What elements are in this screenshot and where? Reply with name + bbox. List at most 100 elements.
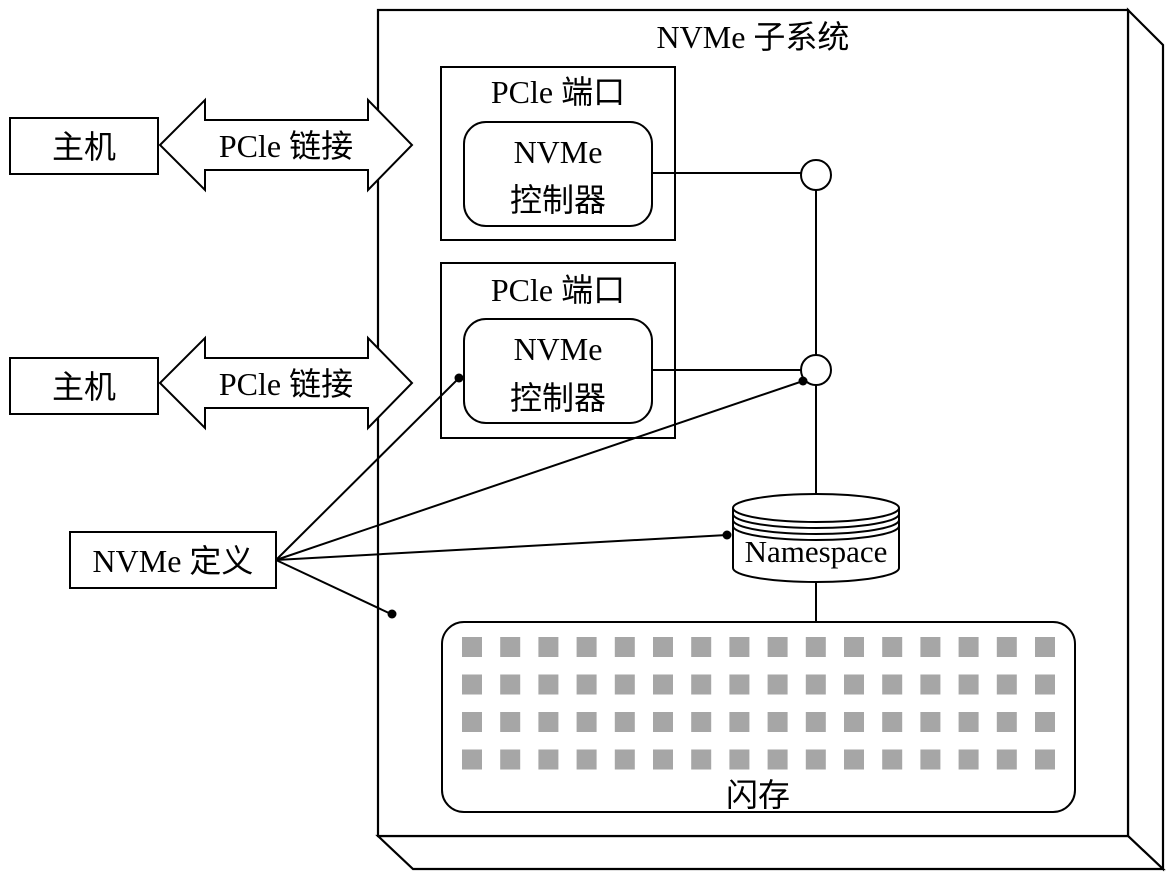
flash-cell [500,674,521,695]
pointer-to-controller [275,377,460,561]
flash-cell [920,674,941,695]
flash-cell [882,749,903,770]
connection-node-1 [800,159,832,191]
flash-cell [767,637,788,657]
flash-cell [767,749,788,770]
flash-cell [538,749,559,770]
flash-cell [614,749,635,770]
namespace-label: Namespace [745,534,888,569]
flash-cell [500,637,521,657]
flash-memory-label: 闪存 [726,777,790,813]
pointer-dot-controller [454,373,464,383]
flash-cell [996,712,1017,732]
flash-memory-box [441,621,1076,813]
flash-cell [538,674,559,695]
pointer-to-namespace [275,534,728,561]
flash-cell [1035,637,1055,657]
flash-cell [882,712,903,732]
flash-cell [729,674,750,695]
nvme-controller-label-1a: NVMe [514,134,603,170]
flash-cell [767,674,788,695]
flash-cell [614,674,635,695]
flash-cell [805,712,826,732]
flash-cell [500,712,521,732]
flash-cell [653,637,673,657]
definition-pointers [275,377,804,615]
flash-cell [920,712,941,732]
pointer-to-subsystem [275,559,392,615]
flash-cell [653,749,673,770]
flash-cell [538,712,559,732]
pointer-to-connection-node [275,380,804,561]
subsystem-box-bottom-face [375,834,1166,871]
flash-cell [920,637,941,657]
flash-cell [462,637,482,657]
flash-cell [996,674,1017,695]
pcie-port-label-2: PCle 端口 [491,272,625,308]
pcie-link-arrow-1 [158,97,414,193]
host-label-2: 主机 [52,369,116,405]
namespace-cylinder-band-1 [732,513,900,529]
flash-cell [614,712,635,732]
flash-cell [1035,712,1055,732]
controller-connections [652,172,817,622]
pointer-dot-connection-node [798,376,808,386]
flash-cell [729,749,750,770]
flash-cell [805,674,826,695]
flash-cell [462,674,482,695]
flash-cell [691,637,712,657]
flash-cell [729,637,750,657]
flash-cell [462,712,482,732]
flash-cell [614,637,635,657]
pointer-dots [387,373,808,619]
flash-cell-grid [462,637,1055,770]
subsystem-title: NVMe 子系统 [657,19,850,55]
namespace-cylinder [732,493,900,583]
flash-cell [958,712,979,732]
connection-node-2 [800,354,832,386]
flash-cell [767,712,788,732]
pointer-dot-namespace [722,530,732,540]
flash-cell [844,674,864,695]
flash-cell [691,749,712,770]
pcie-port-label-1: PCle 端口 [491,74,625,110]
flash-cell [538,637,559,657]
flash-cell [805,749,826,770]
flash-cell [996,749,1017,770]
host-label-1: 主机 [52,129,116,165]
flash-cell [882,674,903,695]
nvme-definition-box [69,531,277,589]
flash-cell [844,712,864,732]
nvme-definition-label: NVMe 定义 [93,543,254,579]
flash-cell [958,749,979,770]
flash-cell [1035,749,1055,770]
flash-cell [576,674,597,695]
flash-cell [691,712,712,732]
nvme-controller-label-2a: NVMe [514,331,603,367]
flash-cell [462,749,482,770]
flash-cell [653,712,673,732]
nvme-controller-label-2b: 控制器 [510,380,606,416]
flash-cell [882,637,903,657]
flash-cell [996,637,1017,657]
flash-cell [958,674,979,695]
pcie-link-label-1: PCle 链接 [219,128,353,164]
subsystem-box-right-face [1126,7,1165,872]
flash-cell [1035,674,1055,695]
pcie-link-label-2: PCle 链接 [219,366,353,402]
flash-cell [500,749,521,770]
flash-cell [844,749,864,770]
host-box-2 [9,357,159,415]
flash-cell [844,637,864,657]
nvme-controller-label-1b: 控制器 [510,182,606,218]
flash-cell [576,712,597,732]
flash-cell [576,637,597,657]
pointer-dot-subsystem [387,609,397,619]
namespace-cylinder-band-2 [732,519,900,535]
flash-cell [958,637,979,657]
flash-cell [729,712,750,732]
host-box-1 [9,117,159,175]
flash-cell [653,674,673,695]
